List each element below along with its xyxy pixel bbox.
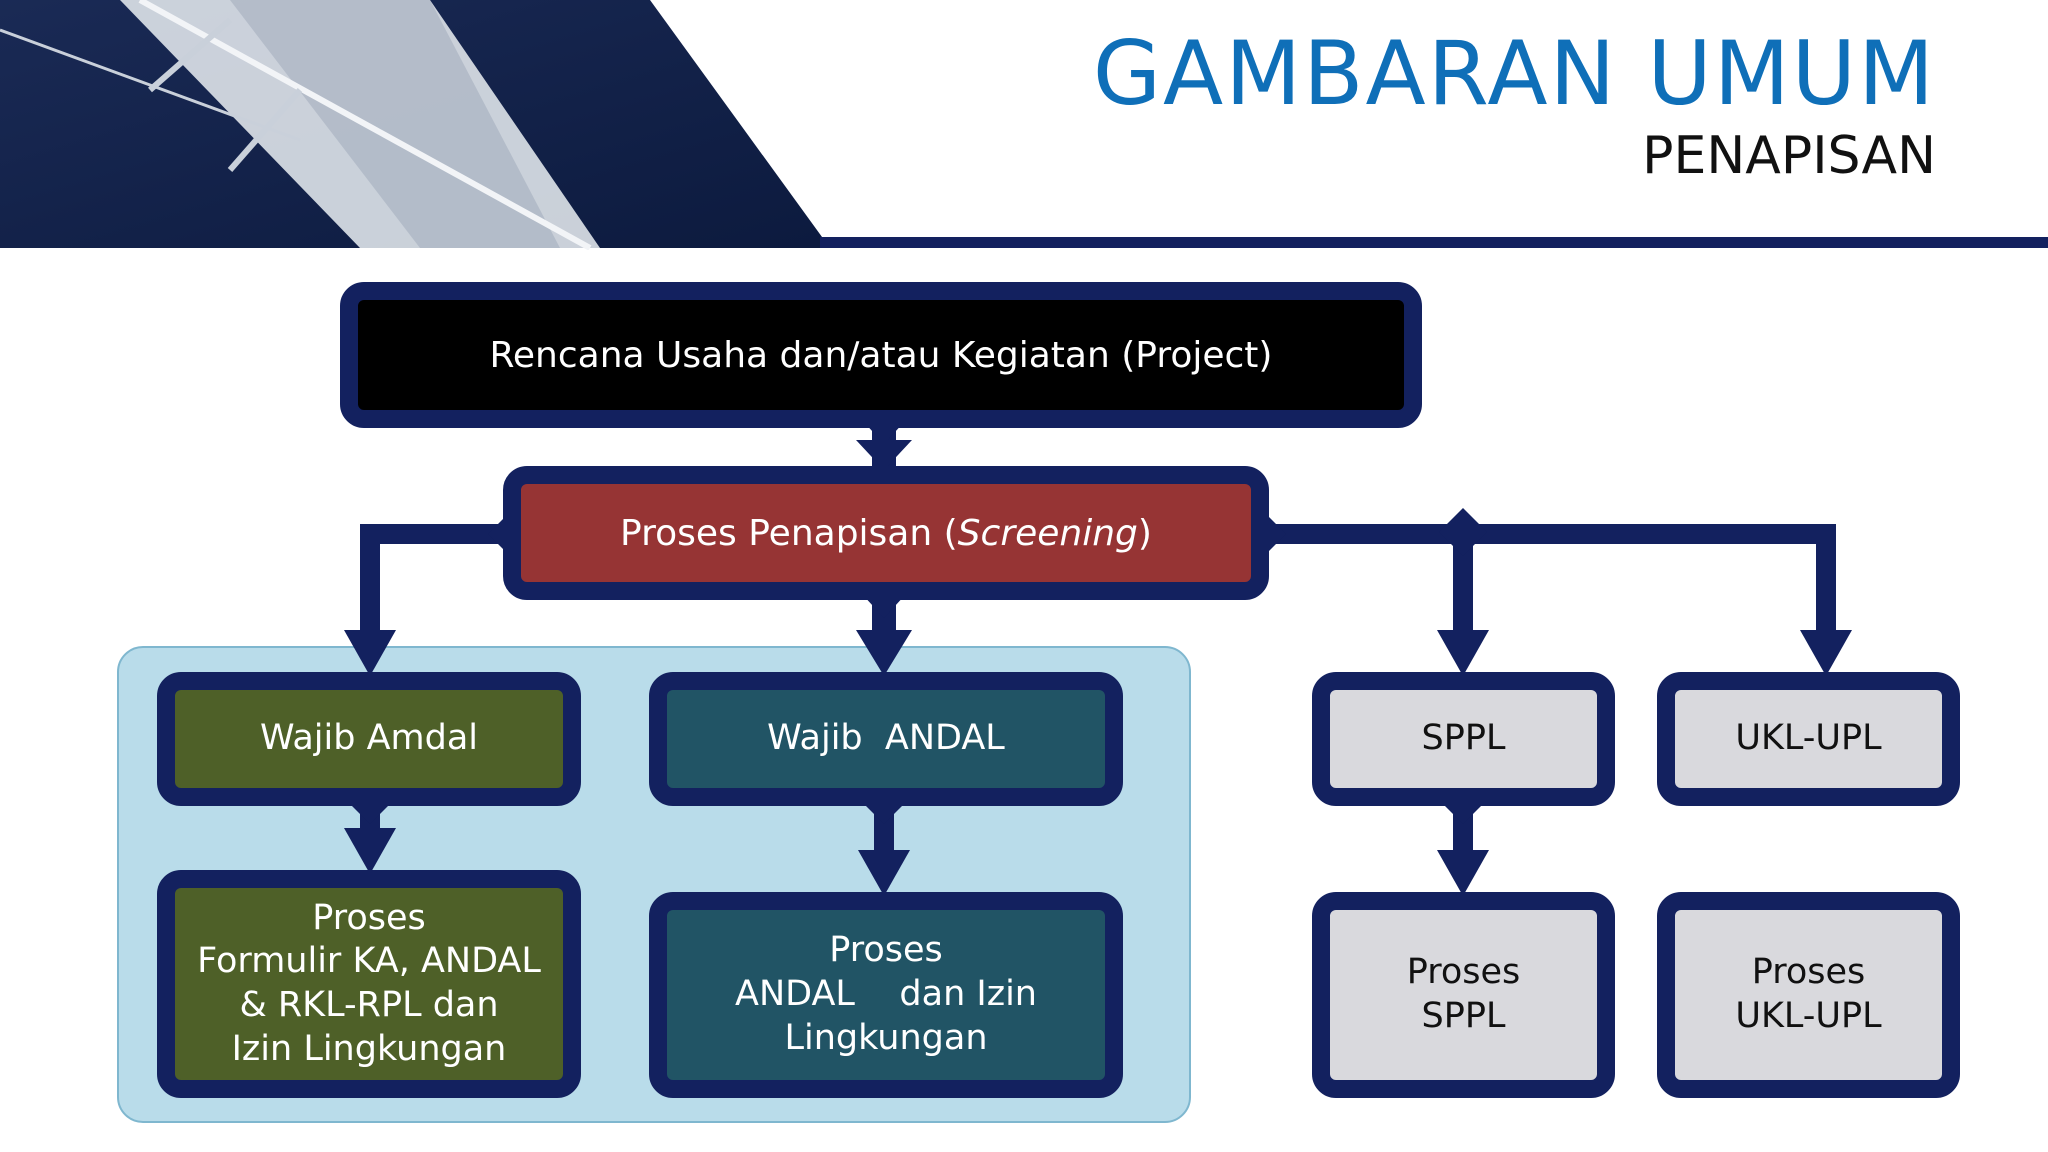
proses-amdal-line: & RKL-RPL dan	[239, 985, 499, 1025]
rigging-line-3	[227, 88, 303, 172]
page-title: GAMBARAN UMUM	[1092, 22, 1936, 125]
arrow-to-proses-amdal	[344, 828, 396, 874]
ukl-upl-label: UKL-UPL	[1735, 718, 1882, 759]
screening-italic: Screening	[957, 512, 1138, 554]
header-underline	[820, 237, 2048, 248]
arrow-to-screening	[856, 440, 912, 470]
screening-prefix: Proses Penapisan (	[620, 512, 958, 554]
arrow-to-proses-sppl	[1437, 850, 1489, 896]
connector-left-down	[360, 524, 380, 634]
sppl-box: SPPL	[1312, 672, 1615, 806]
mast-line	[138, 0, 592, 250]
arrow-to-wajib-amdal	[344, 630, 396, 676]
arrow-to-proses-andal	[858, 850, 910, 896]
project-box: Rencana Usaha dan/atau Kegiatan (Project…	[340, 282, 1422, 428]
proses-sppl-line: SPPL	[1421, 996, 1506, 1036]
wajib-amdal-label: Wajib Amdal	[259, 718, 479, 759]
arrow-to-sppl	[1437, 630, 1489, 676]
page-subtitle: PENAPISAN	[1642, 126, 1936, 186]
proses-amdal-line: Proses	[312, 897, 426, 938]
ukl-upl-box: UKL-UPL	[1657, 672, 1960, 806]
proses-andal-line: Proses	[829, 930, 943, 971]
proses-andal-line: ANDAL dan Izin	[735, 974, 1037, 1015]
project-label: Rencana Usaha dan/atau Kegiatan (Project…	[489, 334, 1273, 376]
proses-sppl-line: Proses	[1406, 952, 1521, 993]
rigging-line-2	[148, 17, 232, 93]
proses-sppl-box: Proses SPPL	[1312, 892, 1615, 1098]
connector-to-ukl	[1816, 524, 1836, 634]
connector-screening-right	[1262, 524, 1836, 544]
rigging-line	[0, 28, 301, 142]
proses-ukl-line: Proses	[1751, 952, 1866, 993]
wajib-andal-box: Wajib ANDAL	[649, 672, 1123, 806]
proses-andal-box: Proses ANDAL dan Izin Lingkungan	[649, 892, 1123, 1098]
screening-label: Proses Penapisan (Screening)	[620, 511, 1152, 556]
proses-amdal-line: Izin Lingkungan	[231, 1028, 507, 1069]
wajib-andal-label: Wajib ANDAL	[767, 718, 1005, 759]
proses-amdal-line: Formulir KA, ANDAL	[197, 941, 541, 982]
sppl-label: SPPL	[1421, 718, 1506, 759]
header-banner	[0, 0, 2048, 250]
arrow-to-wajib-andal	[856, 630, 912, 676]
wajib-amdal-box: Wajib Amdal	[157, 672, 581, 806]
proses-amdal-box: Proses Formulir KA, ANDAL & RKL-RPL dan …	[157, 870, 581, 1098]
connector-to-sppl	[1453, 524, 1473, 634]
connector-screening-left	[360, 524, 510, 544]
screening-box: Proses Penapisan (Screening)	[503, 466, 1269, 600]
arrow-to-ukl	[1800, 630, 1852, 676]
diamond-branch-right	[1439, 508, 1487, 556]
proses-andal-line: Lingkungan	[784, 1017, 988, 1058]
proses-ukl-line: UKL-UPL	[1735, 996, 1882, 1036]
screening-suffix: )	[1137, 512, 1152, 554]
proses-ukl-upl-box: Proses UKL-UPL	[1657, 892, 1960, 1098]
